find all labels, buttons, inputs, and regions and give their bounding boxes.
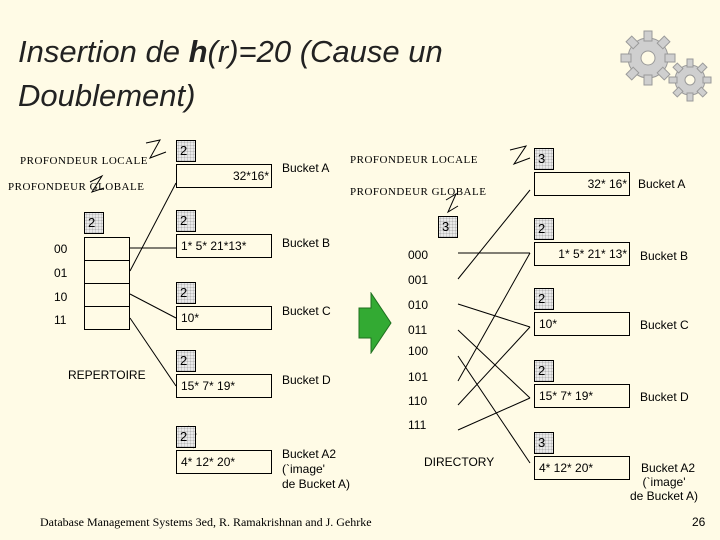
right-bucket-a2-note: de Bucket A) — [630, 489, 699, 503]
left-global-depth-label: PROFONDEUR GLOBALE — [8, 181, 145, 193]
right-global-depth-label: PROFONDEUR GLOBALE — [350, 186, 487, 198]
left-bucket-c: 10* — [176, 306, 272, 330]
left-bucket-b: 1* 5* 21*13* — [176, 234, 272, 258]
right-dir-entry: 001 — [408, 273, 429, 287]
left-dir-cell — [85, 307, 129, 329]
left-dir-cell — [85, 284, 129, 307]
left-bucket-a2-label: Bucket A2 (`image' de Bucket A) — [282, 447, 350, 492]
left-bucket-a: 32*16* — [176, 164, 272, 188]
left-bucket-a2-name: Bucket A2 — [282, 447, 337, 461]
right-bucket-d: 15* 7* 19* — [534, 384, 630, 408]
right-bucket-c-depth: 2 — [534, 288, 554, 310]
right-bucket-b-depth: 2 — [534, 218, 554, 240]
left-bucket-c-name: Bucket C — [282, 304, 331, 318]
slide-title: Insertion de h(r)=20 (Cause un Doublemen… — [18, 30, 443, 118]
arrow-right-icon — [358, 292, 392, 354]
right-local-depth-label: PROFONDEUR LOCALE — [350, 154, 478, 166]
left-bucket-d-depth: 2 — [176, 350, 196, 372]
left-bucket-d-name: Bucket D — [282, 373, 331, 387]
title-bold: h — [188, 34, 208, 69]
gears-icon — [620, 30, 712, 102]
left-dir-entry: 01 — [54, 266, 68, 280]
left-bucket-a2-note: de Bucket A) — [282, 477, 351, 491]
right-bucket-c-name: Bucket C — [640, 318, 689, 332]
left-bucket-b-name: Bucket B — [282, 236, 331, 250]
right-dir-entry: 111 — [408, 418, 427, 432]
left-bucket-a2-note: (`image' — [282, 462, 325, 476]
left-local-depth-label: PROFONDEUR LOCALE — [20, 155, 148, 167]
title-part: (r)=20 (Cause un — [207, 34, 443, 69]
right-bucket-b-name: Bucket B — [640, 249, 689, 263]
left-bucket-a-name: Bucket A — [282, 161, 330, 175]
left-bucket-b-depth: 2 — [176, 210, 196, 232]
title-line2: Doublement) — [18, 78, 196, 113]
title-part: Insertion de — [18, 34, 189, 69]
left-bucket-c-depth: 2 — [176, 282, 196, 304]
left-bucket-a2-depth: 2 — [176, 426, 196, 448]
page-number: 26 — [692, 515, 706, 529]
left-dir-entry: 10 — [54, 290, 68, 304]
right-bucket-a: 32* 16* — [534, 172, 630, 196]
left-directory-label: REPERTOIRE — [68, 368, 146, 382]
right-bucket-a2: 4* 12* 20* — [534, 456, 630, 480]
right-bucket-d-name: Bucket D — [640, 390, 689, 404]
left-global-depth: 2 — [84, 212, 104, 234]
left-dir-cell — [85, 238, 129, 261]
right-bucket-b: 1* 5* 21* 13* — [534, 242, 630, 266]
left-bucket-d: 15* 7* 19* — [176, 374, 272, 398]
right-bucket-d-depth: 2 — [534, 360, 554, 382]
right-bucket-a-name: Bucket A — [638, 177, 686, 191]
right-directory-label: DIRECTORY — [424, 455, 495, 469]
left-bucket-a2: 4* 12* 20* — [176, 450, 272, 474]
right-dir-entry: 110 — [408, 394, 428, 408]
right-bucket-a2-depth: 3 — [534, 432, 554, 454]
right-dir-entry: 000 — [408, 248, 429, 262]
right-dir-entry: 010 — [408, 298, 429, 312]
right-bucket-a2-name: Bucket A2 — [641, 461, 696, 475]
right-dir-entry: 011 — [408, 323, 428, 337]
left-dir-entry: 00 — [54, 242, 68, 256]
footer-citation: Database Management Systems 3ed, R. Rama… — [40, 515, 372, 529]
right-bucket-a2-note: (`image' — [642, 475, 686, 489]
left-dir-cell — [85, 261, 129, 284]
right-dir-entry: 100 — [408, 344, 429, 358]
right-bucket-a-depth: 3 — [534, 148, 554, 170]
right-bucket-c: 10* — [534, 312, 630, 336]
left-directory — [84, 237, 130, 330]
right-dir-entry: 101 — [408, 370, 429, 384]
left-bucket-a-depth: 2 — [176, 140, 196, 162]
right-global-depth: 3 — [438, 216, 458, 238]
left-dir-entry: 11 — [54, 313, 67, 327]
right-bucket-a2-label: Bucket A2 (`image' de Bucket A) — [630, 461, 698, 503]
